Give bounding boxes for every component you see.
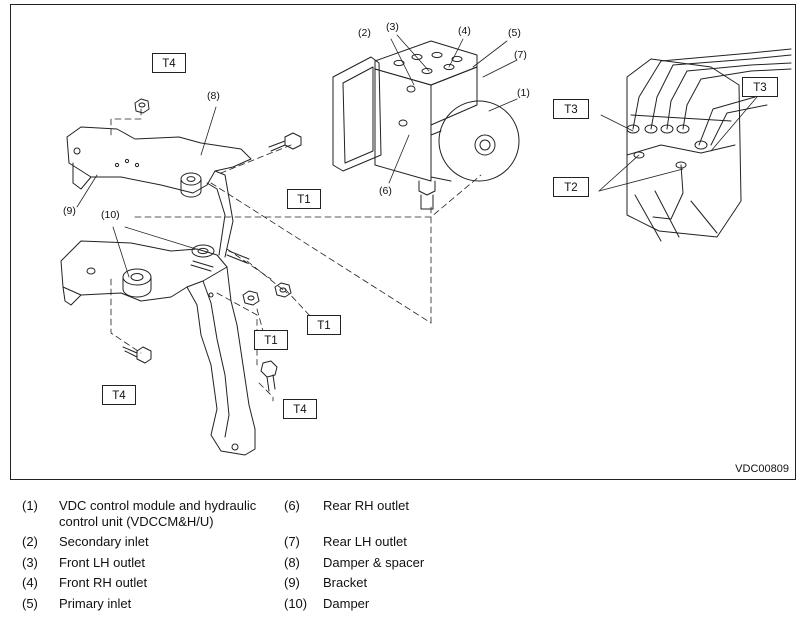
legend-num: (1)	[22, 498, 38, 513]
legend-text: Bracket	[323, 575, 368, 590]
diagram-drawing	[60, 34, 792, 456]
assembly-lines	[110, 108, 482, 402]
torque-tag-t1-right: T1	[307, 315, 341, 335]
callout-7: (7)	[514, 49, 527, 61]
callout-3: (3)	[386, 21, 399, 33]
callout-2: (2)	[358, 27, 371, 39]
torque-tag-t4-bottom: T4	[283, 399, 317, 419]
damper-spacer	[180, 172, 202, 198]
legend-text: Primary inlet	[59, 596, 132, 611]
legend-text: Damper	[323, 596, 370, 611]
legend-text: VDC control module and hydraulic control…	[59, 498, 257, 529]
legend-num: (8)	[284, 555, 300, 570]
legend-num: (10)	[284, 596, 308, 611]
legend-num: (4)	[22, 575, 38, 590]
figure-code: VDC00809	[735, 463, 789, 475]
legend-num: (6)	[284, 498, 300, 513]
legend-num: (2)	[22, 534, 38, 549]
torque-tag-t4-top: T4	[152, 53, 186, 73]
torque-tag-t3-left: T3	[553, 99, 589, 119]
callout-6: (6)	[379, 185, 392, 197]
legend-text: Front LH outlet	[59, 555, 145, 570]
bottom-bolt	[260, 360, 278, 392]
exploded-diagram: (2) (3) (4) (5) (7) (1) (6) (8) (9) (10)…	[10, 4, 796, 480]
upper-bolt	[268, 132, 302, 152]
torque-tag-t1-upper: T1	[287, 189, 321, 209]
top-nut	[134, 98, 150, 114]
callout-8: (8)	[207, 90, 220, 102]
hydraulic-unit	[332, 40, 520, 210]
legend-num: (7)	[284, 534, 300, 549]
callout-4: (4)	[458, 25, 471, 37]
upper-bracket	[66, 126, 252, 258]
torque-tag-t1-lower: T1	[254, 330, 288, 350]
callout-9: (9)	[63, 205, 76, 217]
legend-text: Rear LH outlet	[323, 534, 407, 549]
legend-text: Secondary inlet	[59, 534, 149, 549]
torque-tag-t4-left: T4	[102, 385, 136, 405]
legend: (1) VDC control module and hydraulic con…	[0, 486, 804, 616]
legend-text: Front RH outlet	[59, 575, 148, 590]
legend-num: (9)	[284, 575, 300, 590]
pipe-detail	[626, 48, 792, 242]
torque-tag-t3-right: T3	[742, 77, 778, 97]
legend-num: (3)	[22, 555, 38, 570]
lower-bracket	[60, 240, 256, 456]
callout-1: (1)	[517, 87, 530, 99]
damper	[122, 244, 215, 298]
left-bolt	[122, 346, 152, 364]
legend-text: Rear RH outlet	[323, 498, 409, 513]
callout-5: (5)	[508, 27, 521, 39]
bracket-studs	[190, 250, 250, 272]
legend-num: (5)	[22, 596, 38, 611]
leader-lines	[76, 34, 758, 278]
lower-nuts	[242, 282, 292, 306]
callout-10: (10)	[101, 209, 120, 221]
torque-tag-t2: T2	[553, 177, 589, 197]
legend-text: Damper & spacer	[323, 555, 425, 570]
